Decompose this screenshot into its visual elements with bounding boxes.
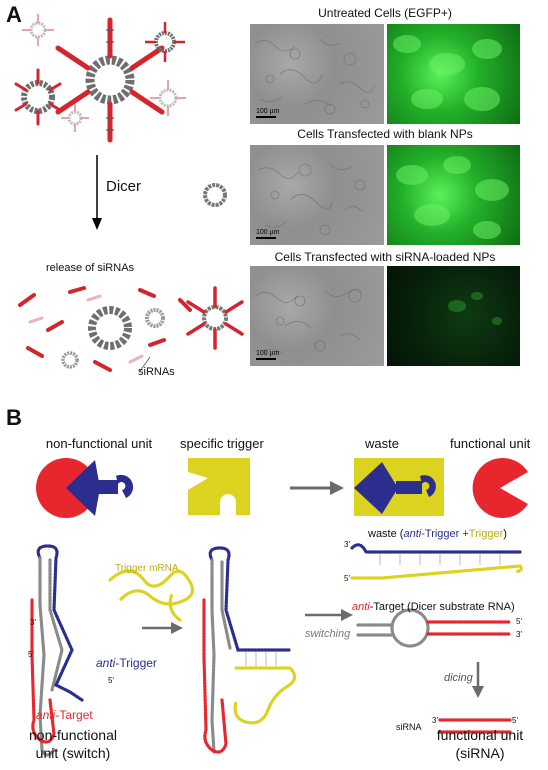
label-specific-trigger: specific trigger (180, 436, 264, 451)
cell-texture (254, 288, 362, 354)
dicing-label: dicing (444, 672, 473, 684)
caption-functional: functional unit(siRNA) (436, 727, 524, 761)
cell-texture (257, 163, 366, 236)
functional-unit-icon (472, 458, 528, 518)
caption-untreated: Untreated Cells (EGFP+) (318, 6, 452, 20)
end-label: 5' (344, 574, 350, 583)
blank-np (203, 183, 227, 207)
switch-schematic (30, 458, 528, 757)
small-nps (14, 14, 186, 132)
dicer-substrate-label: anti-Target (Dicer substrate RNA) (352, 601, 515, 613)
label-nonfunctional-unit: non-functional unit (45, 436, 153, 451)
trigger-mrna-label: Trigger mRNA (115, 563, 179, 574)
trigger-icon (188, 458, 250, 515)
brightfield-sirna-nps: 100 µm (250, 266, 384, 366)
end-label: 5' (512, 716, 518, 725)
end-label: 5' (28, 650, 34, 659)
switching-label: switching (305, 628, 351, 640)
end-label: 3' (516, 630, 522, 639)
label-functional-unit: functional unit (450, 436, 531, 451)
gfp-texture (393, 35, 502, 111)
end-label: 3' (344, 540, 350, 549)
brightfield-untreated: 100 µm (250, 24, 384, 124)
bound-intermediate (168, 546, 297, 754)
waste-icon (354, 458, 444, 516)
anti-trigger-label: anti-Trigger (96, 656, 157, 670)
anti-target-label: anti-Target (36, 708, 93, 722)
sirna-duplex (438, 718, 512, 734)
scale-bar: 100 µm (256, 108, 280, 118)
nonfunctional-unit-icon (36, 458, 134, 518)
panel-b-letter: B (6, 405, 22, 430)
switch-hairpin (30, 544, 84, 757)
release-label: release of siRNAs (46, 262, 135, 274)
fluorescence-blank-nps (387, 145, 520, 245)
gfp-texture (448, 292, 502, 325)
cell-texture (254, 38, 376, 115)
end-label: 5' (516, 617, 522, 626)
fluorescence-sirna-nps (387, 266, 520, 366)
trigger-mrna-strand (108, 569, 194, 606)
brightfield-blank-nps: 100 µm (250, 145, 384, 245)
scale-bar: 100 µm (256, 229, 280, 239)
label-waste: waste (365, 436, 399, 451)
fluorescence-untreated (387, 24, 520, 124)
scale-bar: 100 µm (256, 350, 280, 360)
sirna-loaded-np (186, 286, 244, 350)
released-sirnas (18, 286, 192, 372)
caption-blank-nps: Cells Transfected with blank NPs (297, 127, 473, 141)
large-np-with-sirnas (55, 17, 165, 143)
end-label: 3' (432, 716, 438, 725)
sirna-label: siRNA (396, 722, 422, 732)
sirnas-label: siRNAs (138, 366, 175, 378)
gfp-texture (396, 156, 509, 239)
end-label: 3' (30, 618, 36, 627)
end-label: 5' (108, 676, 114, 685)
dicer-label: Dicer (106, 178, 142, 195)
panel-a-letter: A (6, 2, 22, 27)
nanoparticle-schematic (14, 14, 244, 372)
waste-label: waste (anti-Trigger +Trigger) (368, 528, 507, 540)
caption-sirna-nps: Cells Transfected with siRNA-loaded NPs (274, 250, 496, 264)
dicer-substrate (356, 608, 512, 648)
waste-duplex (350, 543, 523, 580)
